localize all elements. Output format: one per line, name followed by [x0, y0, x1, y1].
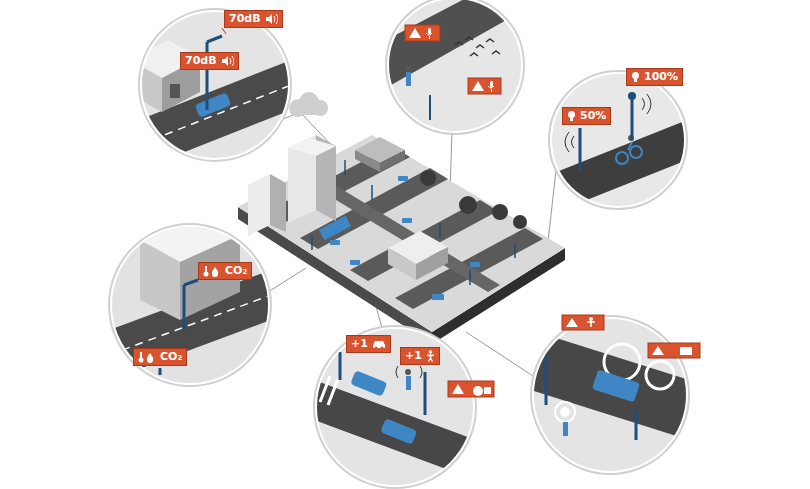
speaker-icon	[265, 13, 278, 25]
alert-tag	[562, 315, 700, 358]
noise-scene	[130, 9, 291, 170]
traffic-scene	[312, 326, 494, 488]
sensor-tag: 70dB	[180, 52, 239, 70]
sensor-tag: CO₂	[133, 348, 187, 366]
sensor-value: CO₂	[160, 350, 182, 363]
sensor-tag: 70dB	[224, 10, 283, 28]
sensor-value: 100%	[644, 70, 678, 83]
lighting-scene	[549, 71, 687, 215]
sensor-value: +1	[351, 337, 368, 350]
sensor-tag: +1	[400, 347, 440, 365]
thermo-icon	[203, 265, 221, 277]
sensor-value: 70dB	[185, 54, 217, 67]
sensor-tag: +1	[346, 335, 391, 353]
cloud	[289, 92, 328, 117]
parking-scene	[531, 315, 700, 474]
sensor-tag: 50%	[562, 107, 611, 125]
city-block	[238, 135, 565, 344]
sensor-tag: CO₂	[198, 262, 252, 280]
sensor-tag: 100%	[626, 68, 683, 86]
sensor-value: 50%	[580, 109, 606, 122]
sensor-value: CO₂	[225, 264, 247, 277]
person-icon	[426, 350, 435, 362]
sound-scene	[386, 0, 524, 134]
sensor-value: 70dB	[229, 12, 261, 25]
alert-tag	[448, 381, 494, 397]
alert-tag	[405, 25, 501, 94]
bulb-icon	[631, 71, 640, 83]
car-icon	[372, 338, 386, 350]
air-scene	[109, 215, 271, 386]
sensor-value: +1	[405, 349, 422, 362]
thermo-icon	[138, 351, 156, 363]
speaker-icon	[221, 55, 234, 67]
bulb-icon	[567, 110, 576, 122]
